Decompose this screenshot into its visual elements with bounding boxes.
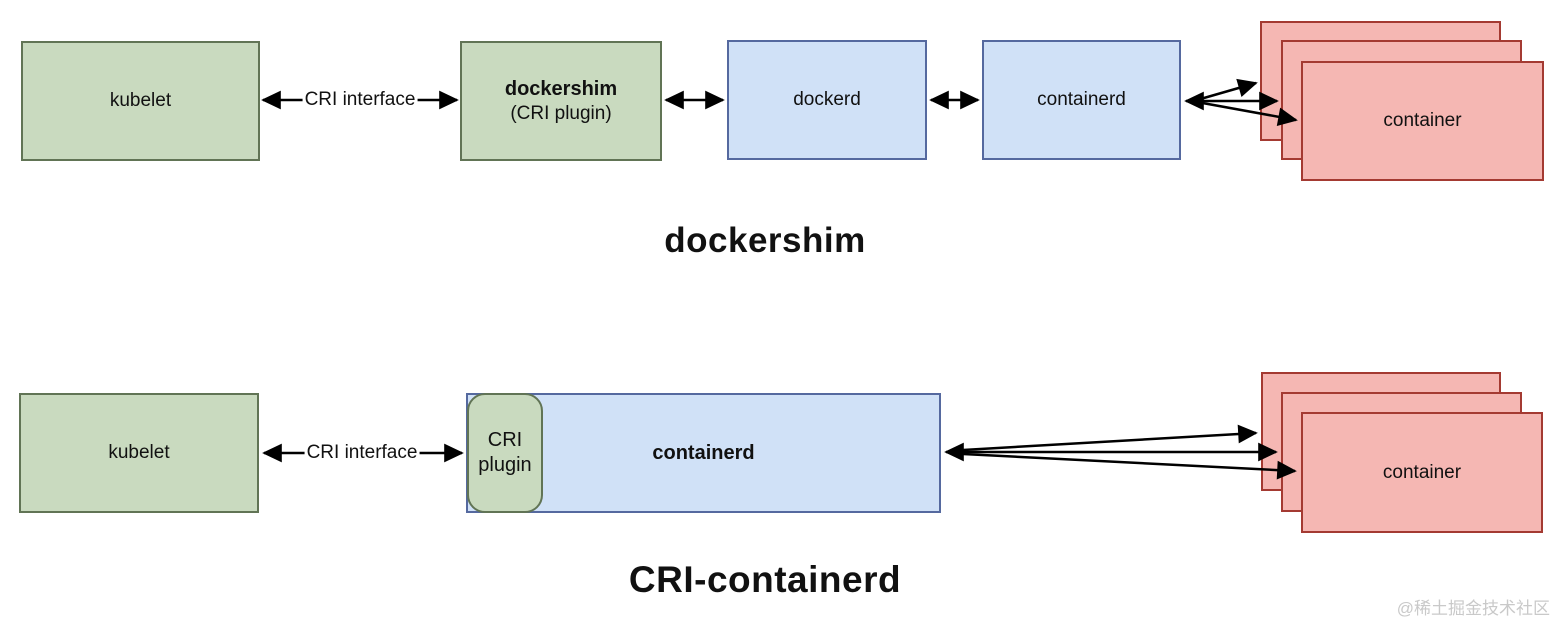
node-container-bottom-label: container [1382,461,1462,483]
node-container-top-label: container [1383,110,1462,132]
arrow-containerd2-container-bottom [962,452,1297,480]
node-cri-plugin-label-line1: CRI [487,429,523,451]
watermark: @稀土掘金技术社区 [1396,599,1550,618]
title-cri-containerd: CRI-containerd [628,559,902,600]
node-containerd-bottom: containerd [466,393,941,513]
node-kubelet-bottom-label: kubelet [108,442,170,464]
node-cri-plugin: CRI plugin [467,393,543,513]
node-cri-plugin-label-line2: plugin [478,454,532,476]
node-container-top-front: container [1301,61,1544,181]
node-dockerd: dockerd [727,40,927,160]
node-kubelet-top: kubelet [21,41,260,161]
cri-interface-label-bottom: CRI interface [304,441,420,465]
node-kubelet-top-label: kubelet [109,90,172,112]
node-containerd-top: containerd [982,40,1181,160]
node-containerd-bottom-label: containerd [652,441,755,464]
title-dockershim: dockershim [664,221,866,260]
node-kubelet-bottom: kubelet [19,393,259,513]
node-container-bottom-front: container [1301,412,1543,533]
node-dockerd-label: dockerd [793,89,861,111]
node-dockershim: dockershim (CRI plugin) [460,41,662,161]
node-dockershim-sublabel: (CRI plugin) [510,102,612,124]
node-dockershim-label: dockershim [504,77,618,100]
arrow-containerd-container-top [1196,78,1258,102]
arrow-containerd2-container-top [962,424,1258,452]
node-containerd-top-label: containerd [1037,89,1126,111]
cri-interface-label-top: CRI interface [302,88,418,112]
